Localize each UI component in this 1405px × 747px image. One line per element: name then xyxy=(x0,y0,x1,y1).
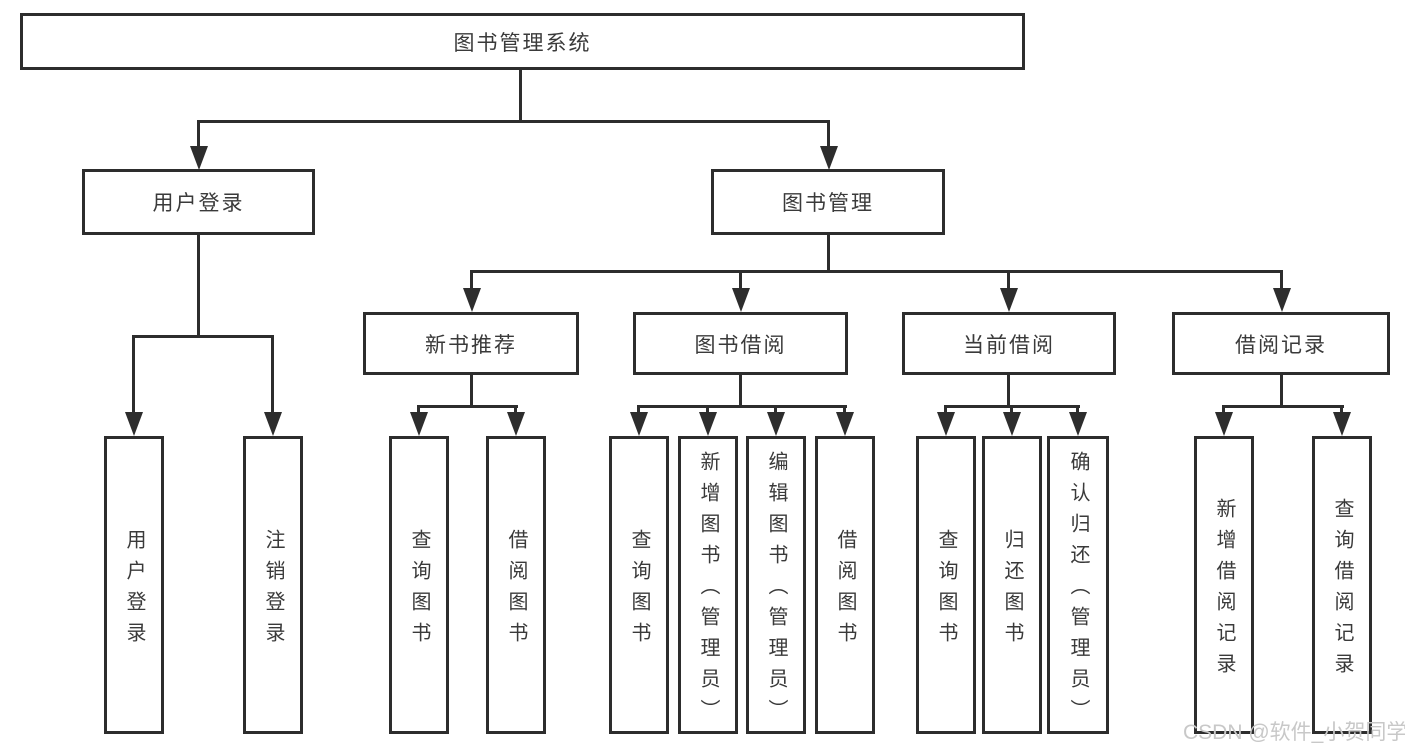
node-borrowing-records-label: 借阅记录 xyxy=(1235,333,1327,357)
leaf-recommend-borrow-books: 借阅图书 xyxy=(486,436,546,734)
leaf-borrow-query-books-label: 查询图书 xyxy=(628,528,650,653)
connector-line xyxy=(637,405,847,408)
leaf-borrow-add-book-admin-label: 新增图书（管理员） xyxy=(697,451,719,730)
arrow-down-icon xyxy=(767,412,785,436)
arrow-down-icon xyxy=(1003,412,1021,436)
connector-line xyxy=(827,235,830,272)
connector-line xyxy=(470,270,1283,273)
connector-line xyxy=(417,405,518,408)
leaf-recommend-query-books-label: 查询图书 xyxy=(408,528,430,653)
leaf-user-login: 用户登录 xyxy=(104,436,164,734)
connector-line xyxy=(519,70,522,120)
connector-line xyxy=(1010,405,1013,414)
arrow-down-icon xyxy=(1273,288,1291,312)
connector-line xyxy=(739,270,742,290)
node-current-borrowing-label: 当前借阅 xyxy=(963,333,1055,357)
connector-line xyxy=(470,270,473,290)
leaf-current-confirm-return-admin-label: 确认归还（管理员） xyxy=(1067,451,1089,730)
connector-line xyxy=(637,405,640,414)
leaf-records-query-record-label: 查询借阅记录 xyxy=(1331,497,1353,684)
leaf-logout: 注销登录 xyxy=(243,436,303,734)
connector-line xyxy=(132,335,274,338)
node-book-management-label: 图书管理 xyxy=(782,192,874,215)
connector-line xyxy=(1222,405,1344,408)
arrow-down-icon xyxy=(836,412,854,436)
arrow-down-icon xyxy=(732,288,750,312)
arrow-down-icon xyxy=(1069,412,1087,436)
node-root-label: 图书管理系统 xyxy=(453,31,592,55)
arrow-down-icon xyxy=(937,412,955,436)
leaf-records-query-record: 查询借阅记录 xyxy=(1312,436,1372,734)
leaf-current-confirm-return-admin: 确认归还（管理员） xyxy=(1047,436,1109,734)
csdn-watermark: CSDN @软件_小贺同学 xyxy=(1183,721,1405,744)
connector-line xyxy=(1007,375,1010,405)
connector-line xyxy=(944,405,947,414)
connector-line xyxy=(827,120,830,150)
connector-line xyxy=(1280,270,1283,290)
connector-line xyxy=(514,405,517,414)
arrow-down-icon xyxy=(463,288,481,312)
leaf-records-add-record-label: 新增借阅记录 xyxy=(1213,497,1235,684)
connector-line xyxy=(1340,405,1343,414)
arrow-down-icon xyxy=(1000,288,1018,312)
leaf-borrow-query-books: 查询图书 xyxy=(609,436,669,734)
arrow-down-icon xyxy=(1333,412,1351,436)
leaf-logout-label: 注销登录 xyxy=(262,528,284,653)
arrow-down-icon xyxy=(410,412,428,436)
connector-line xyxy=(197,235,200,335)
leaf-borrow-edit-book-admin: 编辑图书（管理员） xyxy=(746,436,806,734)
connector-line xyxy=(739,375,742,405)
node-new-book-recommend-label: 新书推荐 xyxy=(425,333,517,357)
node-book-borrowing: 图书借阅 xyxy=(633,312,848,375)
arrow-down-icon xyxy=(264,412,282,436)
node-new-book-recommend: 新书推荐 xyxy=(363,312,579,375)
leaf-borrow-edit-book-admin-label: 编辑图书（管理员） xyxy=(765,451,787,730)
leaf-current-query-books: 查询图书 xyxy=(916,436,976,734)
connector-line xyxy=(132,335,135,414)
connector-line xyxy=(271,335,274,414)
node-root: 图书管理系统 xyxy=(20,13,1025,70)
arrow-down-icon xyxy=(190,146,208,170)
connector-line xyxy=(1007,270,1010,290)
connector-line xyxy=(706,405,709,414)
node-book-borrowing-label: 图书借阅 xyxy=(694,333,787,357)
node-borrowing-records: 借阅记录 xyxy=(1172,312,1390,375)
connector-line xyxy=(470,375,473,405)
leaf-current-return-book-label: 归还图书 xyxy=(1001,528,1023,653)
connector-line xyxy=(197,120,200,150)
leaf-borrow-add-book-admin: 新增图书（管理员） xyxy=(678,436,738,734)
leaf-borrow-borrow-books: 借阅图书 xyxy=(815,436,875,734)
connector-line xyxy=(1280,375,1283,405)
leaf-records-add-record: 新增借阅记录 xyxy=(1194,436,1254,734)
leaf-borrow-borrow-books-label: 借阅图书 xyxy=(834,528,856,653)
arrow-down-icon xyxy=(125,412,143,436)
node-book-management: 图书管理 xyxy=(711,169,945,235)
connector-line xyxy=(1076,405,1079,414)
node-user-login: 用户登录 xyxy=(82,169,315,235)
arrow-down-icon xyxy=(1215,412,1233,436)
connector-line xyxy=(197,120,830,123)
node-user-login-label: 用户登录 xyxy=(152,192,245,215)
node-current-borrowing: 当前借阅 xyxy=(902,312,1116,375)
leaf-current-return-book: 归还图书 xyxy=(982,436,1042,734)
leaf-recommend-query-books: 查询图书 xyxy=(389,436,449,734)
connector-line xyxy=(417,405,420,414)
arrow-down-icon xyxy=(507,412,525,436)
leaf-user-login-label: 用户登录 xyxy=(123,528,145,653)
connector-line xyxy=(774,405,777,414)
leaf-current-query-books-label: 查询图书 xyxy=(935,528,957,653)
connector-line xyxy=(1222,405,1225,414)
connector-line xyxy=(843,405,846,414)
arrow-down-icon xyxy=(630,412,648,436)
leaf-recommend-borrow-books-label: 借阅图书 xyxy=(505,528,527,653)
arrow-down-icon xyxy=(820,146,838,170)
arrow-down-icon xyxy=(699,412,717,436)
